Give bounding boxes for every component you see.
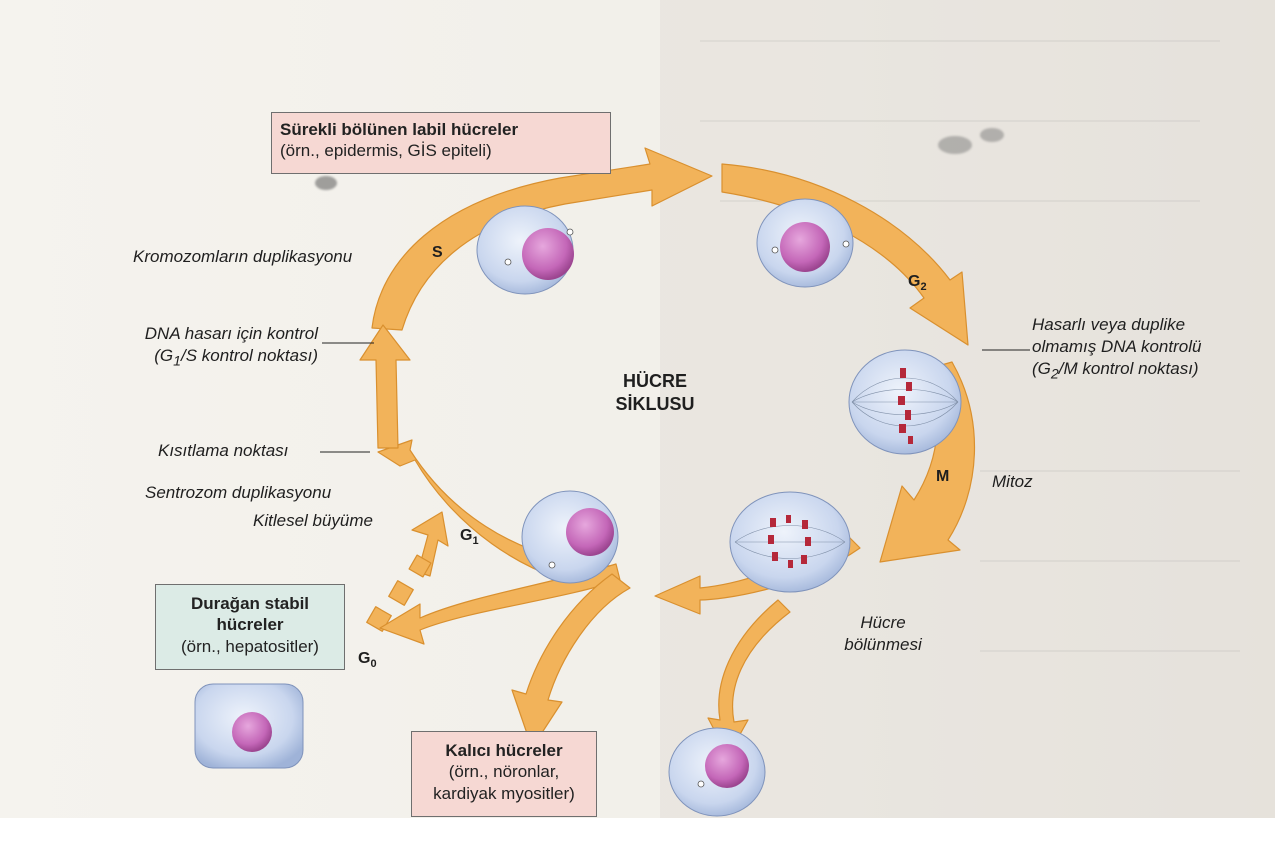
g0-dash-2 — [389, 581, 414, 606]
phase-g2-sub: 2 — [920, 281, 926, 293]
label-cell-division-line1: Hücre — [860, 613, 905, 632]
permanent-cells-title: Kalıcı hücreler — [445, 741, 562, 760]
permanent-cells-example-2: kardiyak myositler) — [433, 784, 575, 803]
labile-cells-title: Sürekli bölünen labil hücreler — [280, 120, 518, 139]
permanent-cells-box: Kalıcı hücreler (örn., nöronlar, kardiya… — [411, 731, 597, 817]
label-g2m-line2: olmamış DNA kontrolü — [1032, 337, 1201, 356]
cell-metaphase — [849, 350, 961, 454]
cell-stable-g0 — [195, 684, 303, 768]
label-g2m-line1: Hasarlı veya duplike — [1032, 315, 1185, 334]
phase-s: S — [432, 244, 443, 262]
cell-s-phase — [477, 206, 574, 294]
bottom-page-strip — [0, 818, 1275, 843]
cell-g2-phase — [757, 199, 853, 287]
stable-cells-example: (örn., hepatositler) — [181, 637, 319, 656]
cell-cycle-title-line2: SİKLUSU — [615, 394, 694, 414]
label-restriction-point: Kısıtlama noktası — [158, 440, 288, 462]
label-mitosis: Mitoz — [992, 471, 1033, 493]
stable-cells-title-1: Durağan stabil — [191, 594, 309, 613]
stable-cells-title-2: hücreler — [216, 615, 283, 634]
phase-g1-sub: 1 — [472, 535, 478, 547]
label-dna-damage-check: DNA hasarı için kontrol (G1/S kontrol no… — [100, 323, 318, 371]
phase-g0-sub: 0 — [370, 658, 376, 670]
label-chromosome-duplication: Kromozomların duplikasyonu — [133, 246, 352, 268]
label-cell-division-line2: bölünmesi — [844, 635, 922, 654]
phase-m: M — [936, 468, 949, 486]
smudge-mark — [938, 136, 972, 154]
phase-g0: G0 — [358, 650, 377, 670]
label-dna-damage-line2-pre: (G — [154, 346, 173, 365]
cell-daughter — [669, 728, 765, 816]
label-g2m-line3-post: /M kontrol noktası) — [1059, 359, 1199, 378]
cell-cycle-title: HÜCRE SİKLUSU — [590, 370, 720, 417]
phase-g2-main: G — [908, 273, 920, 290]
label-mass-growth: Kitlesel büyüme — [253, 510, 373, 532]
phase-g1: G1 — [460, 527, 479, 547]
phase-g1-main: G — [460, 527, 472, 544]
label-cell-division: Hücre bölünmesi — [838, 612, 928, 656]
phase-g0-main: G — [358, 650, 370, 667]
label-centrosome-duplication: Sentrozom duplikasyonu — [145, 482, 331, 504]
label-g2m-line3-sub: 2 — [1051, 367, 1059, 383]
permanent-cells-example-1: (örn., nöronlar, — [449, 762, 560, 781]
stable-cells-box: Durağan stabil hücreler (örn., hepatosit… — [155, 584, 345, 670]
label-dna-damage-line1: DNA hasarı için kontrol — [145, 324, 318, 343]
label-g2m-checkpoint: Hasarlı veya duplike olmamış DNA kontrol… — [1032, 314, 1201, 384]
labile-cells-example: (örn., epidermis, GİS epiteli) — [280, 141, 492, 160]
cell-cycle-title-line1: HÜCRE — [623, 371, 687, 391]
labile-cells-box: Sürekli bölünen labil hücreler (örn., ep… — [271, 112, 611, 174]
cell-g1-phase — [522, 491, 618, 583]
cell-anaphase — [730, 492, 850, 592]
phase-g2: G2 — [908, 273, 927, 293]
label-g2m-line3-pre: (G — [1032, 359, 1051, 378]
label-dna-damage-line2-sub: 1 — [173, 353, 181, 369]
smudge-mark — [315, 176, 337, 190]
smudge-mark — [980, 128, 1004, 142]
label-dna-damage-line2-post: /S kontrol noktası) — [181, 346, 318, 365]
